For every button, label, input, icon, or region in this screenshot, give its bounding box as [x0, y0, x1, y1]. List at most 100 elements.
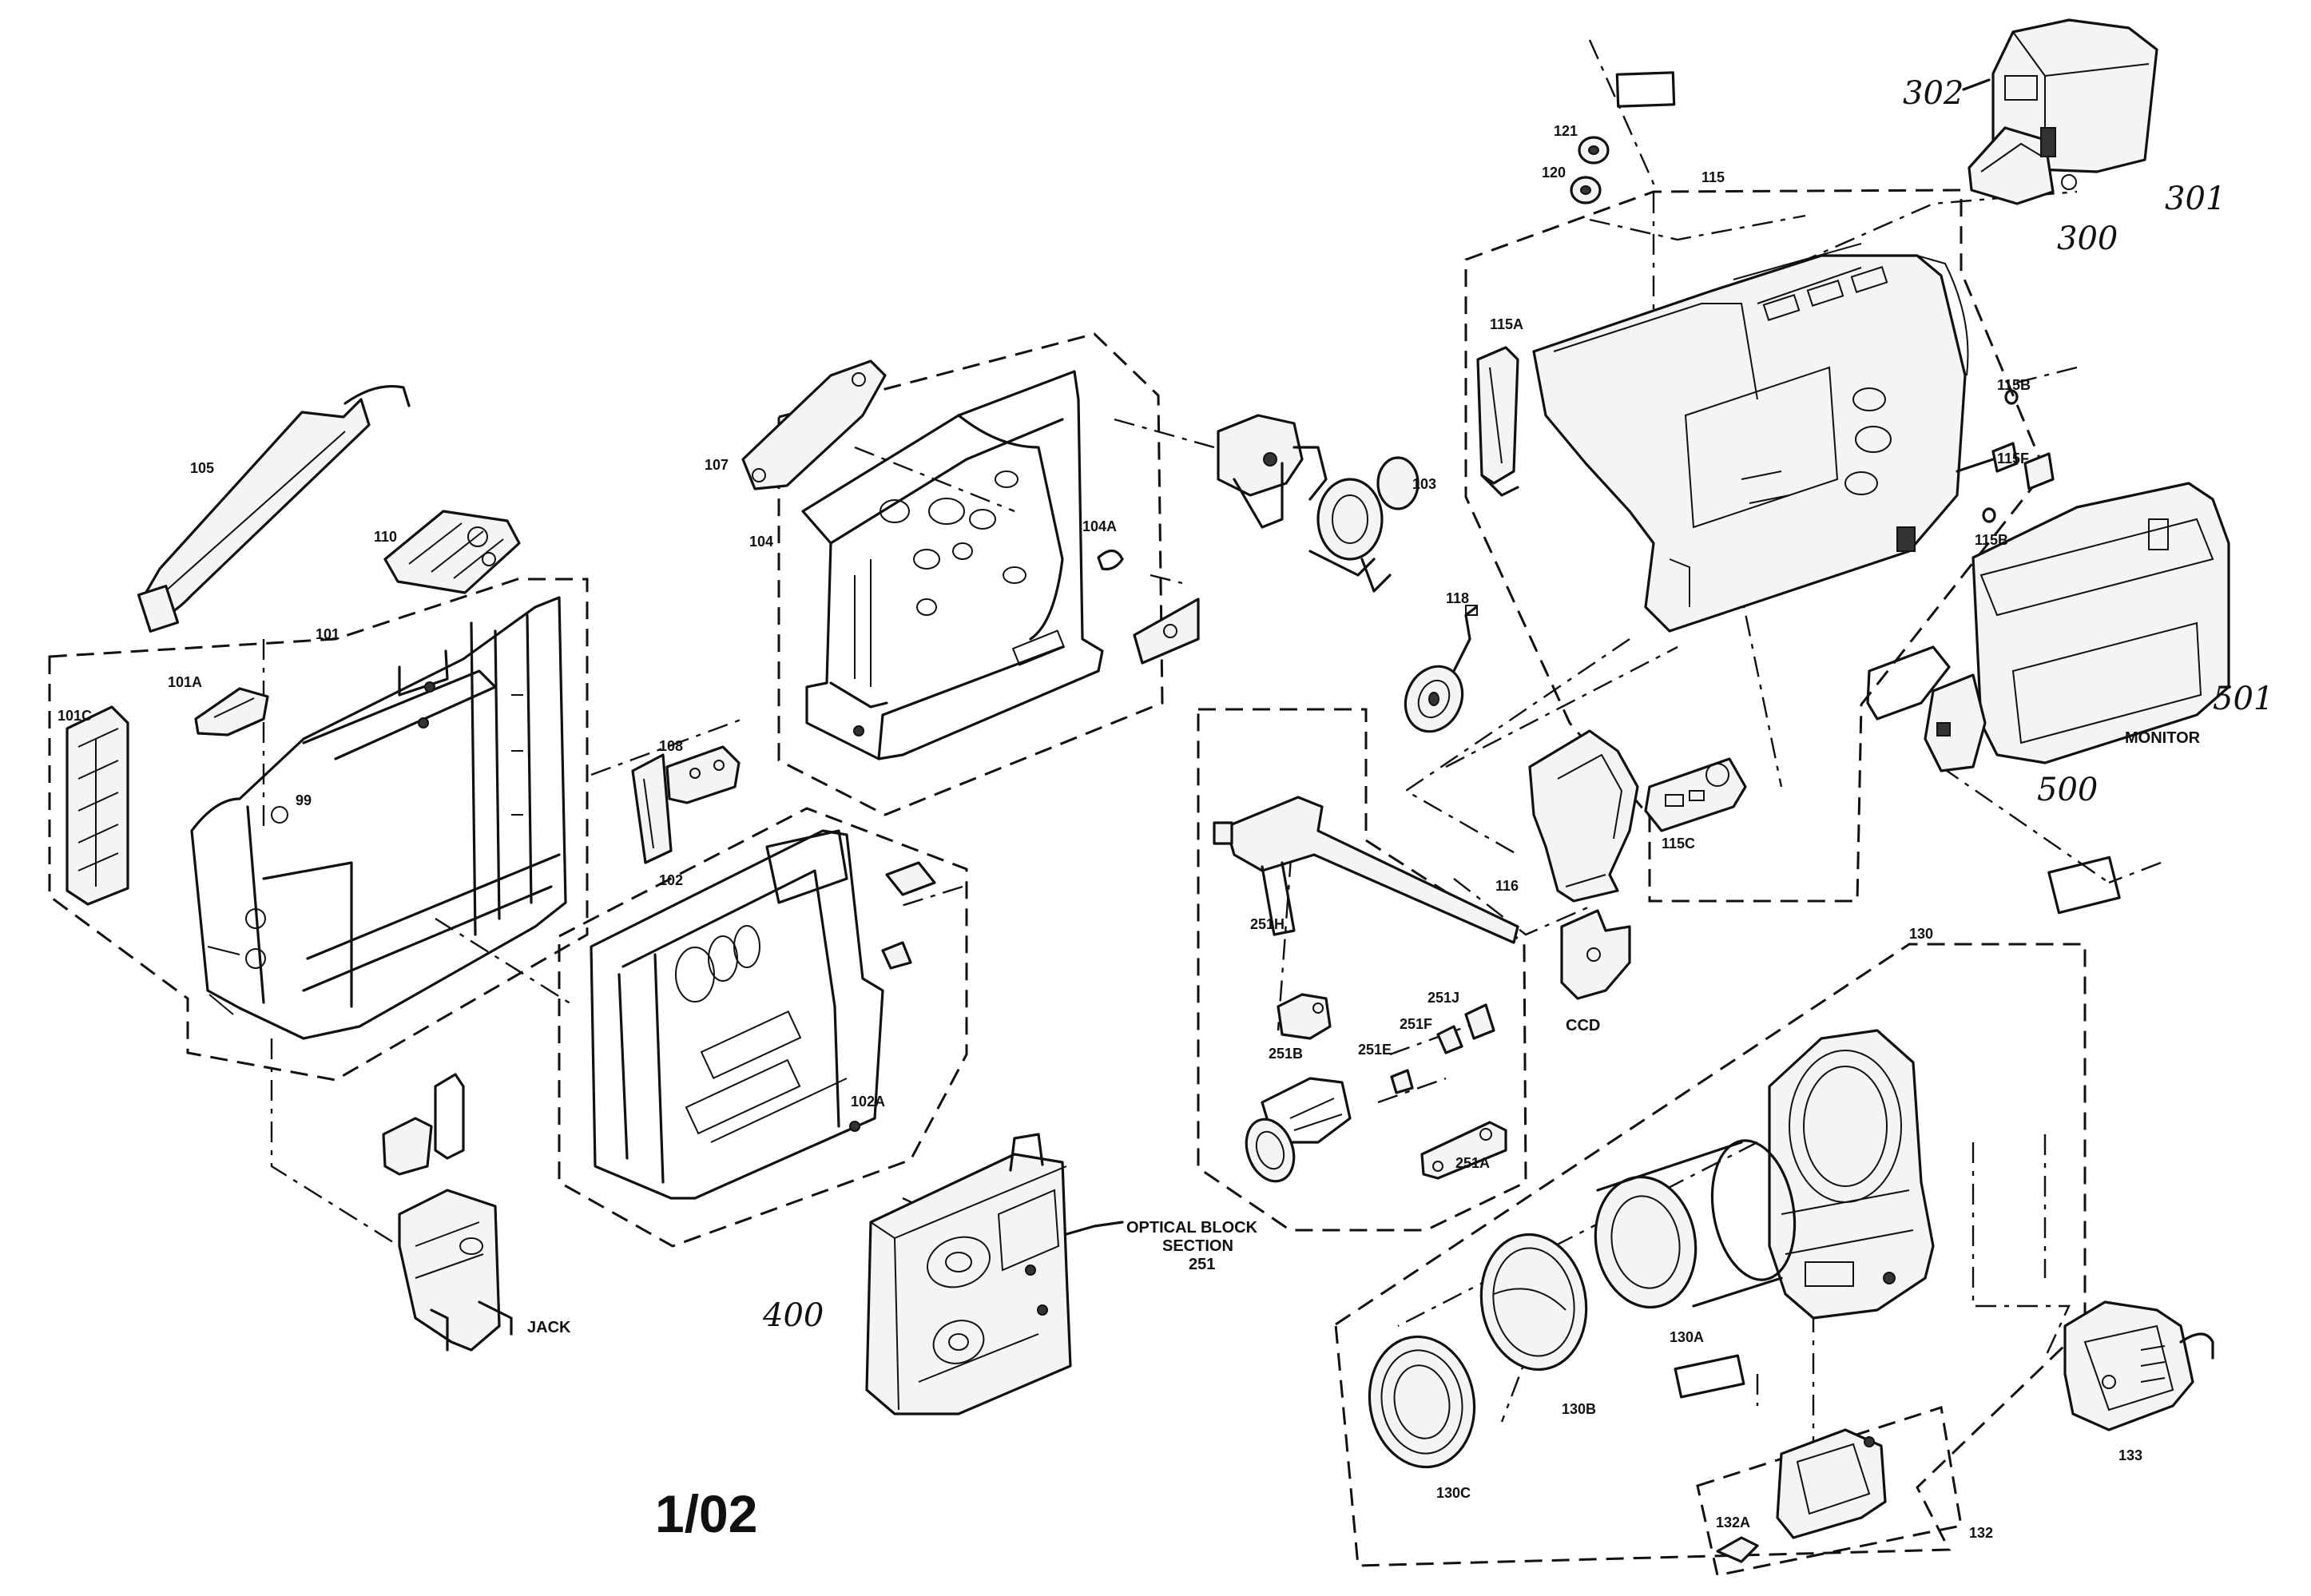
handwritten-501: 501: [2213, 681, 2273, 717]
callout-133: 133: [2118, 1447, 2142, 1463]
screw-115b-upper: [2004, 389, 2019, 405]
label-plate-bottom: [2047, 856, 2121, 915]
battery-cover-133: [2063, 1300, 2214, 1431]
grip-cover-116: [1528, 729, 1639, 903]
top-cover-110: [383, 510, 521, 594]
label-plate-lens: [1674, 1354, 1745, 1399]
handwritten-300: 300: [2057, 220, 2118, 257]
bracket-115a: [1476, 346, 1519, 497]
circuit-board-115c: [1644, 757, 1747, 832]
callout-101c: 101C: [58, 708, 92, 724]
drive-motor-103: [1217, 414, 1420, 593]
upper-housing-115: [1532, 243, 1969, 633]
ccd-bracket: [1560, 909, 1631, 1000]
callout-101: 101: [316, 626, 340, 642]
callout-108: 108: [659, 738, 683, 754]
callout-130c: 130C: [1436, 1485, 1471, 1501]
speaker-118: [1404, 605, 1478, 733]
callout-118: 118: [1446, 590, 1469, 606]
caption-monitor: MONITOR: [2125, 729, 2201, 747]
callout-130a: 130A: [1670, 1329, 1704, 1345]
callout-251f: 251F: [1400, 1016, 1432, 1032]
lens-barrel-130a: [1594, 1139, 1797, 1309]
monitor-assembly: [1866, 482, 2230, 772]
callout-115: 115: [1701, 169, 1725, 185]
subframe-102: [590, 829, 936, 1200]
bracket-101a: [194, 687, 269, 736]
group-outline-115: [1464, 189, 2047, 903]
lens-housing-130: [1768, 1029, 1935, 1320]
part-251e: [1390, 1069, 1414, 1094]
caption-jack: JACK: [527, 1319, 571, 1336]
callout-115c: 115C: [1662, 836, 1695, 852]
caption-optical-block-line3: 251: [1189, 1256, 1215, 1273]
callout-251b: 251B: [1269, 1046, 1303, 1062]
bracket-108: [631, 745, 741, 864]
group-outline-104: [777, 332, 1164, 816]
page-number: 1/02: [655, 1484, 757, 1543]
main-frame-101: [190, 596, 567, 1040]
handwritten-301: 301: [2165, 181, 2226, 217]
side-panel-101c: [66, 705, 129, 906]
group-outline-101: [48, 578, 589, 1082]
strap-105: [137, 384, 411, 633]
group-outline-102: [558, 807, 968, 1248]
part-251b: [1277, 993, 1332, 1040]
callout-101a: 101A: [168, 674, 202, 690]
callout-132: 132: [1969, 1525, 1993, 1541]
callout-103: 103: [1412, 476, 1436, 492]
callout-130b: 130B: [1562, 1401, 1596, 1417]
clip-104a: [1097, 549, 1200, 665]
callout-115b-upper: 115B: [1997, 377, 2031, 393]
callout-104: 104: [749, 534, 773, 550]
viewfinder-assembly: [1968, 18, 2158, 205]
washer-120: [1570, 176, 1602, 204]
lens-ring-130b: [1479, 1233, 1588, 1372]
callout-99: 99: [296, 792, 312, 808]
part-251j: [1464, 1003, 1495, 1040]
callout-251e: 251E: [1358, 1042, 1392, 1058]
clip-132a: [1716, 1536, 1759, 1563]
label-plate-top: [1615, 71, 1676, 108]
front-lens-130c: [1368, 1335, 1476, 1469]
chassis-104: [801, 370, 1104, 760]
group-outline-251: [1197, 708, 1527, 1232]
callout-251j: 251J: [1427, 990, 1459, 1006]
handwritten-302-dash: [1962, 78, 1991, 91]
callout-121: 121: [1554, 123, 1578, 139]
handwritten-302: 302: [1903, 75, 1964, 112]
part-251h: [1213, 796, 1519, 944]
lens-unit-251: [1245, 1077, 1352, 1183]
jack-assembly: [382, 1073, 513, 1352]
handwritten-500: 500: [2037, 772, 2098, 808]
group-outline-130: [1334, 943, 2087, 1567]
tape-mechanism-400: [865, 1133, 1124, 1415]
callout-130: 130: [1909, 926, 1933, 942]
callout-251a: 251A: [1455, 1155, 1490, 1171]
plate-107: [741, 359, 887, 490]
callout-110: 110: [374, 529, 397, 545]
lens-cap-132: [1776, 1428, 1887, 1539]
callout-132a: 132A: [1716, 1515, 1750, 1530]
caption-optical-block-line2: SECTION: [1162, 1237, 1233, 1255]
callout-102: 102: [659, 872, 683, 888]
callout-107: 107: [705, 457, 729, 473]
callout-105: 105: [190, 460, 214, 476]
handwritten-400: 400: [762, 1297, 824, 1334]
callout-251h: 251H: [1250, 916, 1285, 932]
screw-115f: [1956, 442, 2055, 490]
part-251a: [1420, 1121, 1507, 1180]
part-251f: [1436, 1025, 1463, 1054]
callout-104a: 104A: [1082, 518, 1117, 534]
washer-121: [1578, 136, 1610, 165]
group-outline-132: [1696, 1406, 1963, 1577]
caption-optical-block-line1: OPTICAL BLOCK: [1126, 1219, 1258, 1237]
caption-ccd: CCD: [1566, 1017, 1600, 1034]
screw-115b-lower: [1982, 507, 1996, 523]
callout-102a: 102A: [851, 1094, 885, 1110]
callout-116: 116: [1495, 878, 1519, 894]
callout-120: 120: [1542, 165, 1566, 181]
callout-115f: 115F: [1997, 451, 2029, 466]
callout-115a: 115A: [1490, 316, 1523, 332]
